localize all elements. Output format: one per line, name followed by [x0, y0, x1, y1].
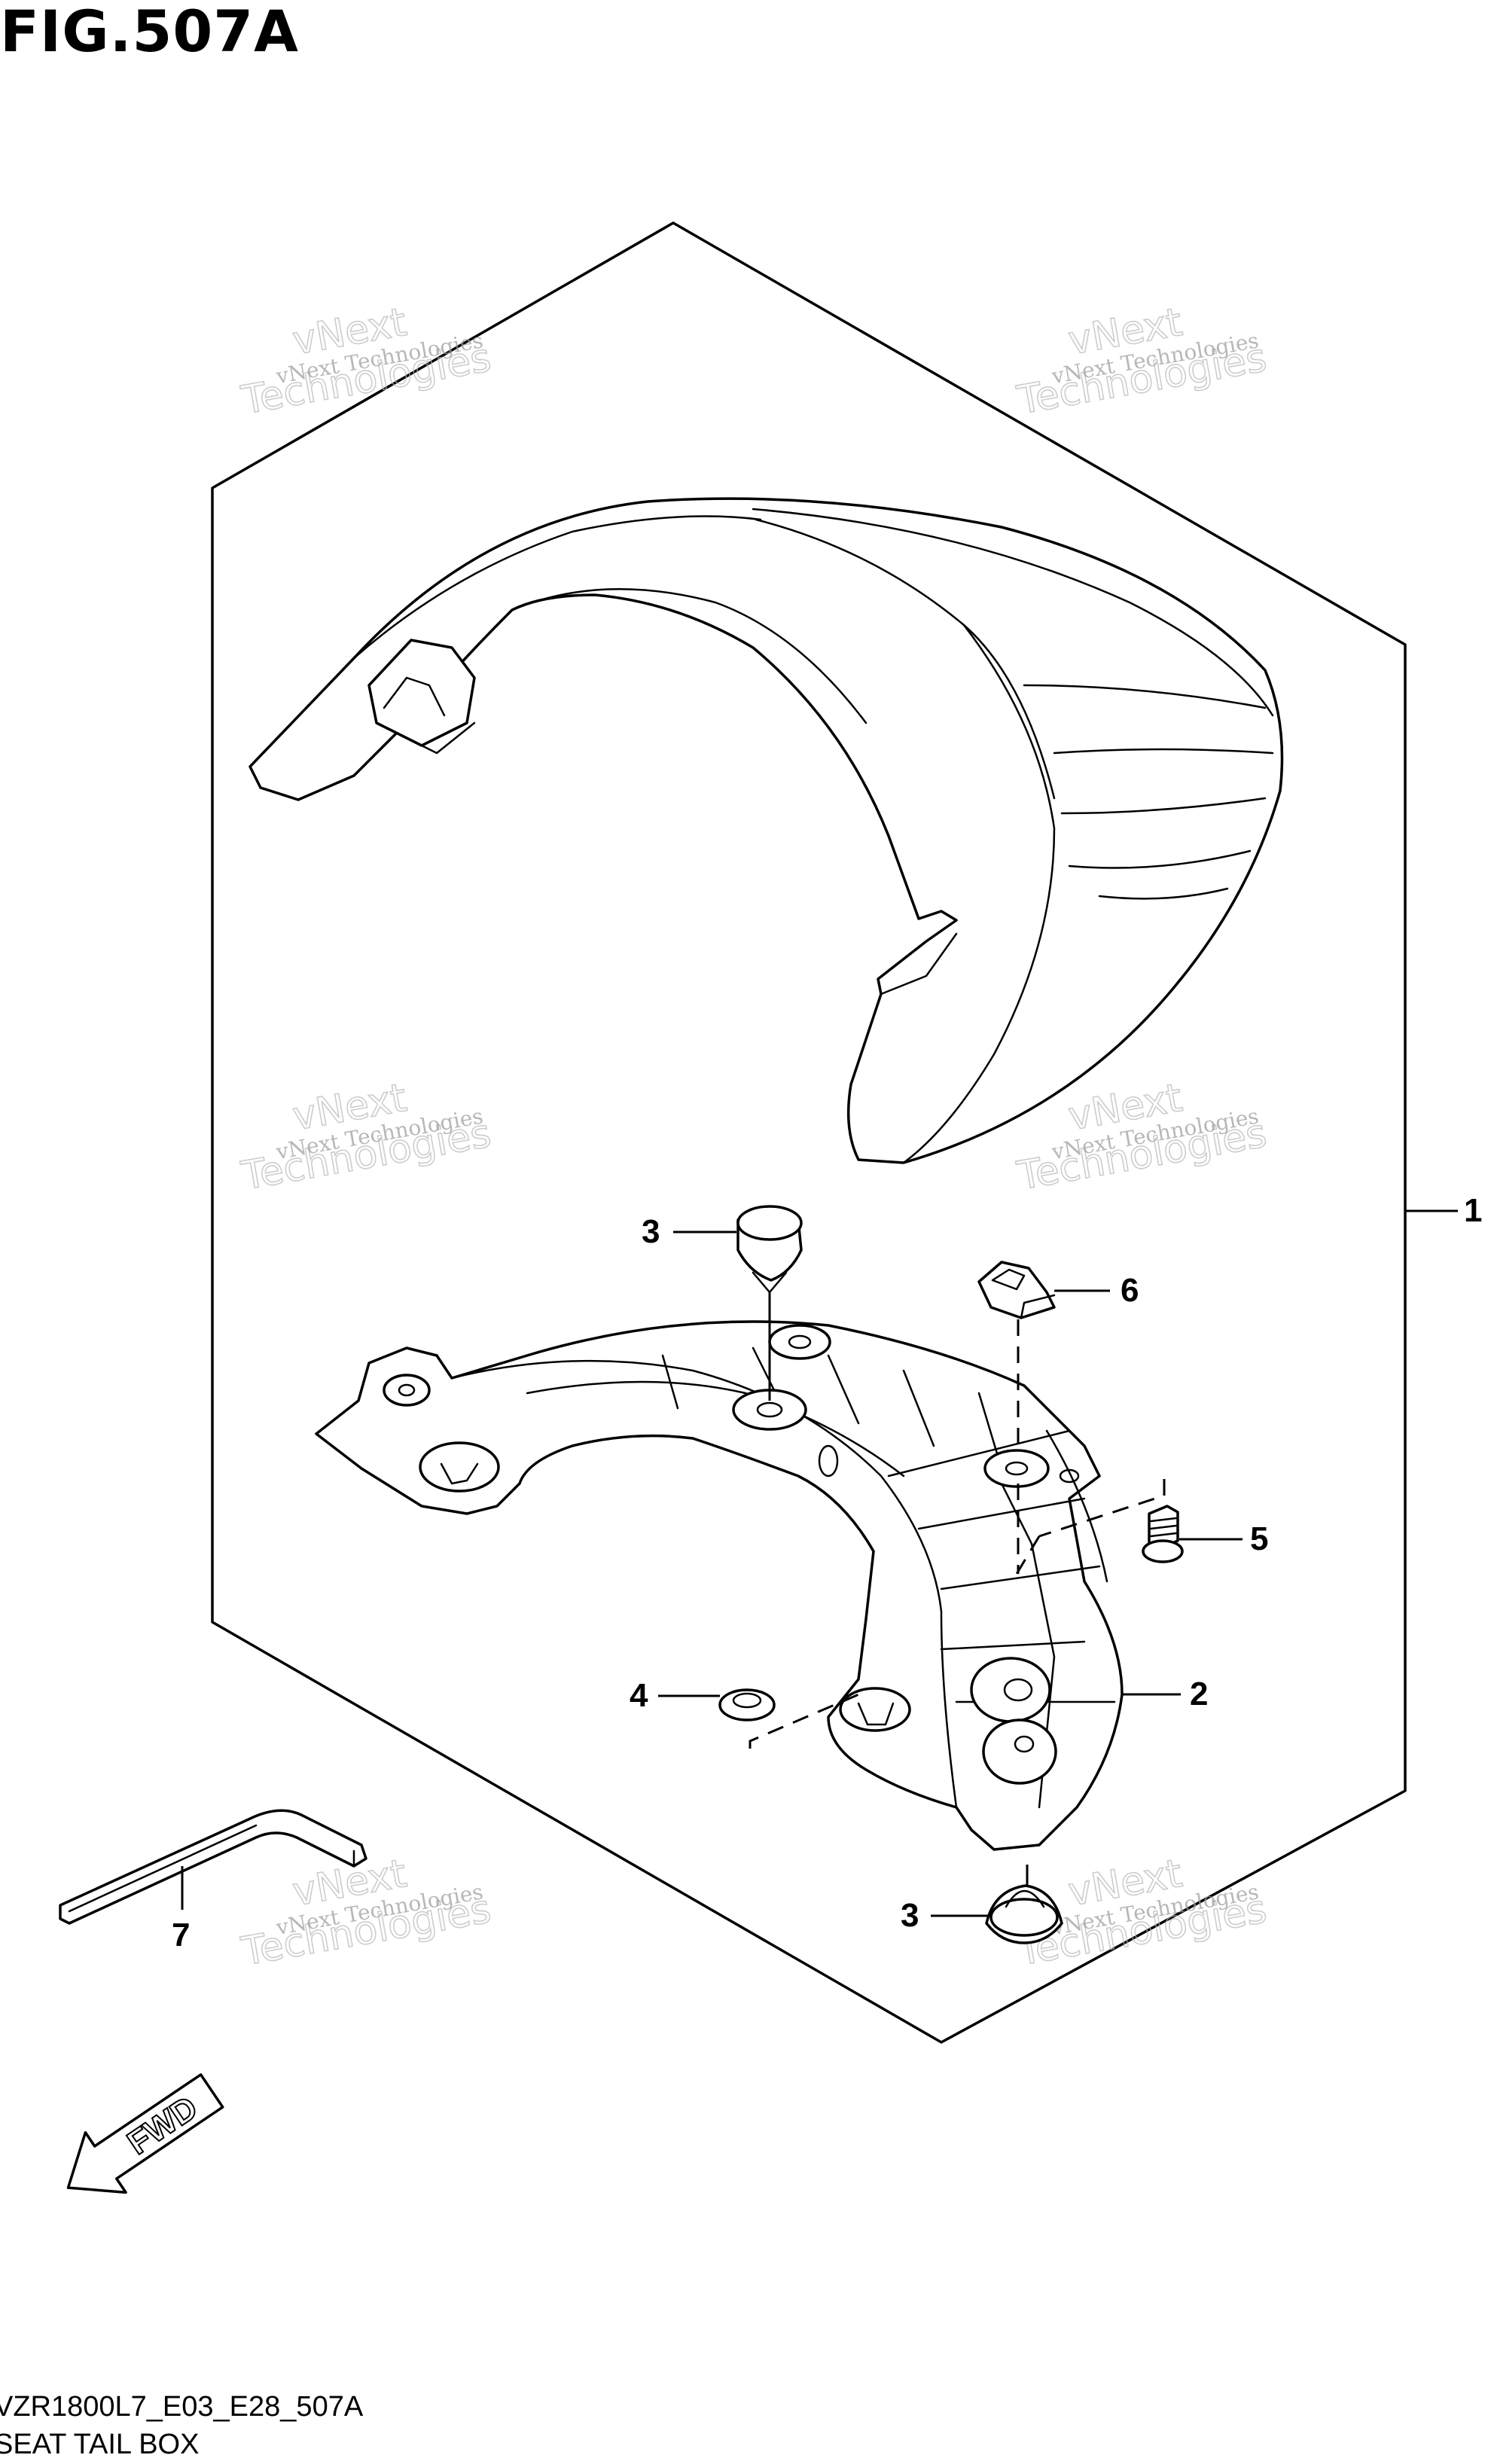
cushion-lower	[985, 1884, 1063, 1944]
fwd-arrow-icon: FWD	[66, 2073, 224, 2194]
callout-2: 2	[1190, 1676, 1208, 1712]
watermark-3: vNext Technologies vNext Technologies	[237, 1075, 495, 1200]
callout-1: 1	[1464, 1192, 1482, 1229]
footer-code: VZR1800L7_E03_E28_507A	[0, 2391, 364, 2423]
leader-lines	[181, 1209, 1458, 1917]
bracket	[315, 1320, 1124, 1851]
hex-wrench	[59, 1809, 367, 1925]
screw	[1142, 1505, 1184, 1563]
callout-5: 5	[1250, 1520, 1268, 1557]
callout-7: 7	[172, 1917, 190, 1953]
cushion-upper	[736, 1205, 803, 1294]
callout-3-upper: 3	[642, 1213, 660, 1250]
assembly-outline	[211, 221, 1407, 2044]
watermark-group: vNext Technologies vNext Technologies vN…	[237, 299, 1270, 1975]
footer-caption: SEAT TAIL BOX	[0, 2429, 199, 2460]
callout-6: 6	[1121, 1272, 1139, 1309]
cushion-small	[718, 1688, 776, 1721]
seat-tail-cover	[249, 497, 1284, 1164]
watermark-2: vNext Technologies vNext Technologies	[1013, 299, 1270, 424]
figure-title: FIG.507A	[0, 0, 299, 65]
callout-4: 4	[630, 1677, 648, 1714]
callout-3-lower: 3	[901, 1897, 919, 1934]
nut-clip	[977, 1261, 1056, 1319]
watermark-4: vNext Technologies vNext Technologies	[1013, 1075, 1270, 1200]
watermark-1: vNext Technologies vNext Technologies	[237, 299, 495, 424]
